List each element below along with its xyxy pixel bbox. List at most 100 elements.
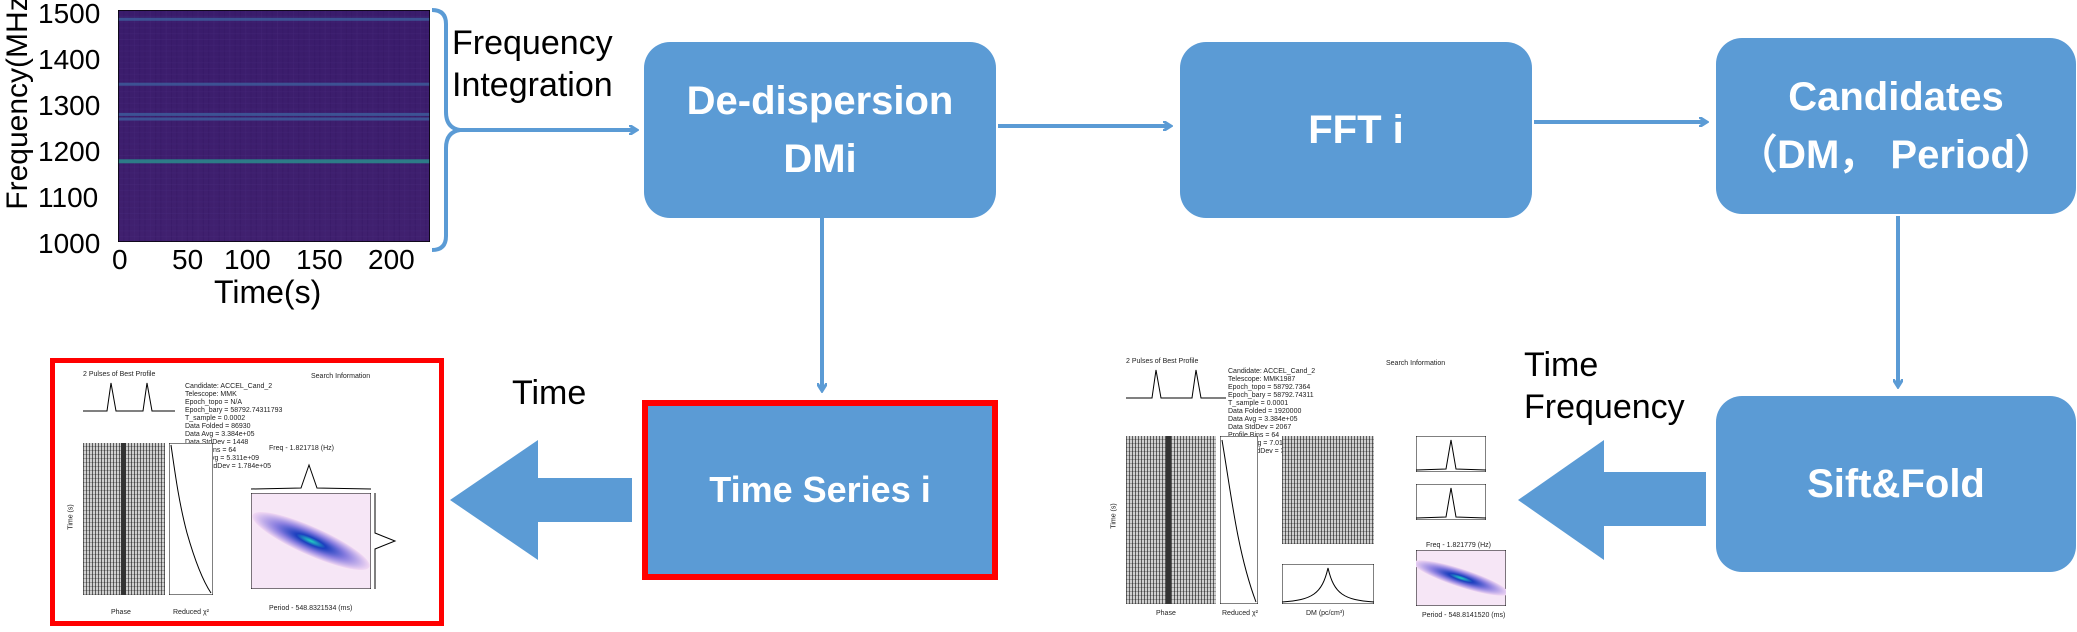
heatmap-texture-stripe xyxy=(292,10,294,242)
fold-left-search-info: Search Information xyxy=(311,373,371,380)
fold-left-info-3: Epoch_bary = 58792.74311793 xyxy=(185,407,283,414)
fold-left-info-block: Candidate: ACCEL_Cand_2 Telescope: MMK E… xyxy=(185,383,435,471)
heatmap-background xyxy=(118,10,430,242)
fold-left-title: 2 Pulses of Best Profile xyxy=(83,371,156,378)
heatmap-texture-stripe xyxy=(271,10,273,242)
box-candidates-line2: （DM， Period） xyxy=(1737,133,2055,177)
fold-right-info-9: Profile Avg = 7.016e+10 xyxy=(1228,440,1303,447)
heatmap-texture-stripe xyxy=(229,10,231,242)
ytick-1100: 1100 xyxy=(38,182,99,213)
box-candidates: Candidates （DM， Period） xyxy=(1716,38,2076,214)
fold-right-search-info: Search Information xyxy=(1386,360,1446,367)
block-arrow-time xyxy=(450,440,632,560)
heatmap-texture-row xyxy=(118,33,430,35)
fold-right-time-phase xyxy=(1126,436,1216,604)
heatmap-texture-row xyxy=(118,68,430,69)
fold-left-period-pdot xyxy=(251,493,371,589)
heatmap-bright-channel xyxy=(118,112,430,116)
ytick-1400: 1400 xyxy=(38,44,101,75)
box-fft: FFT i xyxy=(1180,42,1532,218)
fold-right-period-label: Period - 548.8141520 (ms) xyxy=(1422,612,1506,619)
box-dedispersion-line2: DMi xyxy=(783,137,857,181)
heatmap-texture-stripe xyxy=(239,10,241,242)
heatmap-texture-stripe xyxy=(186,10,188,242)
fold-left-vline xyxy=(121,443,126,595)
heatmap-texture-row xyxy=(118,236,430,238)
heatmap-texture-stripe xyxy=(133,10,135,242)
heatmap-texture-stripe xyxy=(234,10,236,242)
heatmap-texture-stripe xyxy=(340,10,342,242)
heatmap-texture-stripe xyxy=(398,10,400,242)
fold-right-subband xyxy=(1282,436,1374,544)
heatmap-texture-stripe xyxy=(393,10,395,242)
fold-right-info-10: Profile StdDev = 3.579e+05 xyxy=(1228,448,1315,455)
heatmap-texture-stripe xyxy=(245,10,247,242)
box-time-series: Time Series i xyxy=(642,400,998,580)
heatmap-texture-row xyxy=(118,207,430,209)
heatmap-texture-stripe xyxy=(377,10,379,242)
heatmap-texture-row xyxy=(118,108,430,110)
heatmap-texture-row xyxy=(118,172,430,174)
label-time-tf: Time xyxy=(1524,346,1599,384)
xtick-100: 100 xyxy=(224,244,271,275)
fold-left-freq-label: Freq - 1.821718 (Hz) xyxy=(269,445,334,452)
heatmap-bright-channel xyxy=(118,117,430,121)
heatmap-texture-row xyxy=(118,73,430,75)
fold-right-small-profile-2 xyxy=(1416,484,1486,520)
fold-left-info-1: Telescope: MMK xyxy=(185,391,237,398)
heatmap-texture-stripe xyxy=(361,10,363,242)
ytick-1200: 1200 xyxy=(38,136,101,167)
heatmap-texture-row xyxy=(118,102,430,104)
fold-left-info-5: Data Folded = 86930 xyxy=(185,423,251,430)
fold-left-top-profile xyxy=(251,463,371,490)
heatmap-texture-row xyxy=(118,85,430,87)
heatmap-texture-stripe xyxy=(308,10,310,242)
fold-right-info-5: Data Folded = 1920000 xyxy=(1228,408,1302,415)
fold-plot-right: 2 Pulses of Best Profile Search Informat… xyxy=(1086,352,1514,624)
heatmap-texture-stripe xyxy=(202,10,204,242)
spectrogram-heatmap xyxy=(118,10,430,242)
fold-right-dm-label: DM (pc/cm³) xyxy=(1306,610,1345,617)
heatmap-texture-stripe xyxy=(123,10,125,242)
heatmap-texture-stripe xyxy=(192,10,194,242)
heatmap-texture-stripe xyxy=(383,10,384,242)
heatmap-texture-row xyxy=(118,143,430,145)
heatmap-texture-stripe xyxy=(250,10,252,242)
fold-right-chi-curve xyxy=(1220,436,1258,604)
heatmap-texture-stripe xyxy=(372,10,374,242)
label-frequency-integration: Frequency Integration xyxy=(452,22,613,106)
fold-left-chi-curve xyxy=(169,443,213,595)
heatmap-texture-stripe xyxy=(144,10,146,242)
fold-left-info-10: Profile StdDev = 1.784e+05 xyxy=(185,463,272,470)
fold-right-small-profile-1 xyxy=(1416,436,1486,472)
heatmap-texture-stripe xyxy=(298,10,300,242)
heatmap-texture-stripe xyxy=(351,10,353,242)
fold-right-title: 2 Pulses of Best Profile xyxy=(1126,358,1199,365)
heatmap-texture-stripe xyxy=(425,10,427,242)
heatmap-texture-row xyxy=(118,166,430,168)
heatmap-texture-stripe xyxy=(155,10,157,242)
fold-left-period-label: Period - 548.8321534 (ms) xyxy=(269,605,353,612)
heatmap-texture-row xyxy=(118,218,430,220)
heatmap-texture-stripe xyxy=(404,10,406,242)
fold-left-info-4: T_sample = 0.0002 xyxy=(185,415,246,422)
fold-right-info-1: Telescope: MMK1987 xyxy=(1228,376,1296,383)
box-sift-fold-label: Sift&Fold xyxy=(1807,462,1985,506)
label-time: Time xyxy=(512,374,587,412)
heatmap-texture-stripe xyxy=(319,10,321,242)
heatmap-texture-row xyxy=(118,189,430,191)
heatmap-texture-row xyxy=(118,91,430,93)
heatmap-texture-stripe xyxy=(314,10,316,242)
heatmap-texture-stripe xyxy=(165,10,167,242)
heatmap-texture-stripe xyxy=(388,10,390,242)
heatmap-texture-stripe xyxy=(266,10,268,242)
heatmap-texture-stripe xyxy=(335,10,337,242)
heatmap-texture-row xyxy=(118,15,430,17)
xtick-200: 200 xyxy=(368,244,415,275)
fold-left-time-label: Time (s) xyxy=(67,504,75,530)
heatmap-texture-row xyxy=(118,120,430,122)
fold-right-info-3: Epoch_bary = 58792.74311 xyxy=(1228,392,1314,399)
heatmap-texture-stripe xyxy=(197,10,199,242)
heatmap-texture-row xyxy=(118,62,430,64)
heatmap-texture-stripe xyxy=(224,10,225,242)
